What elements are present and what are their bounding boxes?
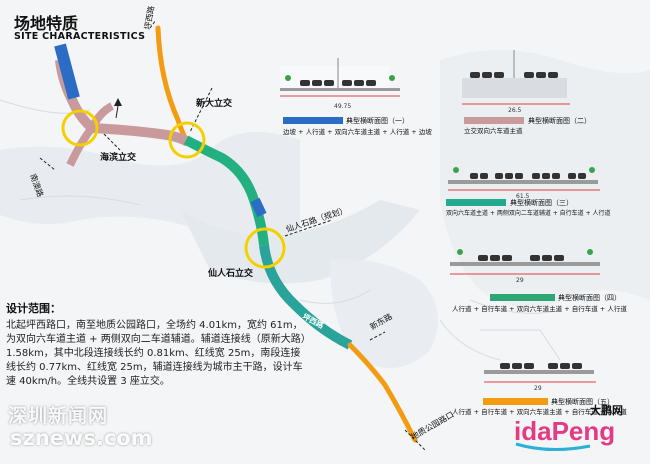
description-body: 北起坪西路口，南至地质公园路口，全场约 4.01km，宽约 61m，为双向六车道… (6, 320, 306, 387)
logo-text-zh: 大鹏网 (590, 403, 623, 417)
description-panel: 设计范围： 北起坪西路口，南至地质公园路口，全场约 4.01km，宽约 61m，… (6, 300, 306, 389)
section-1-legend-swatch (283, 117, 343, 124)
section-5-caption: 人行道 + 自行车道 + 双向六车道主道 + 自行车道 + 人行道 (452, 407, 627, 416)
page-title: 场地特质 (14, 14, 79, 33)
section-5-title: 典型横断面图（五） (551, 397, 614, 406)
watermark-line2: sznews.com (10, 426, 153, 450)
section-2-dim: 26.5 (508, 107, 522, 114)
section-4-dim: 29 (516, 277, 524, 284)
map-label-xinda: 新大立交 (196, 97, 232, 109)
map-label-xianrenshi: 仙人石立交 (208, 267, 253, 279)
route-south-orange (347, 342, 418, 443)
haibin-interchange-circle (61, 109, 99, 147)
section-3-dim: 61.5 (516, 193, 530, 200)
route-blue (54, 43, 80, 100)
section-2-caption: 立交双向六车道主道 (464, 126, 523, 135)
description-heading: 设计范围： (6, 302, 61, 315)
dashed-xianrenshi-road (284, 219, 333, 237)
cross-section-4: 29 (450, 249, 600, 284)
page-subtitle: SITE CHARACTERISTICS (14, 31, 146, 42)
section-1-title: 典型横断面图（一） (346, 116, 409, 125)
map-label-haibin: 海滨立交 (100, 151, 136, 163)
north-arrow-icon (114, 98, 122, 106)
section-3-legend-swatch (446, 199, 506, 206)
section-1-caption: 边坡 + 人行道 + 双向六车道主道 + 人行道 + 边坡 (283, 127, 432, 136)
section-4-caption: 人行道 + 自行车道 + 双向六车道主道 + 自行车道 + 人行道 (452, 304, 627, 313)
section-4-title: 典型横断面图（四） (558, 293, 621, 302)
section-3-caption: 双向六车道主道 + 两侧双向二车道辅道 + 自行车道 + 人行道 (446, 209, 611, 217)
xianrenshi-interchange-circle (244, 227, 286, 269)
map-label-gun-road: 坪西路 (142, 5, 156, 30)
section-1-dim: 49.75 (334, 103, 351, 110)
section-4-legend-swatch (490, 294, 555, 301)
section-2-title: 典型横断面图（二） (528, 116, 591, 125)
section-5-legend-swatch (483, 398, 548, 405)
logo-text-en: idaPeng (514, 416, 615, 446)
cross-section-3: 61.5 (448, 167, 600, 200)
cross-section-2: 26.5 (462, 50, 570, 114)
section-3-title: 典型横断面图（三） (510, 198, 573, 207)
idapeng-logo: idaPeng 大鹏网 (514, 403, 623, 452)
watermark-line1: 深圳新闻网 (8, 405, 109, 427)
section-2-legend-swatch (464, 117, 524, 124)
section-5-dim: 29 (534, 385, 542, 392)
cross-section-5: 29 (484, 363, 596, 392)
route-main-green (183, 135, 269, 246)
xinda-interchange-circle (168, 121, 206, 159)
route-main-teal (259, 244, 353, 350)
cross-section-1: 49.75 (280, 58, 400, 110)
